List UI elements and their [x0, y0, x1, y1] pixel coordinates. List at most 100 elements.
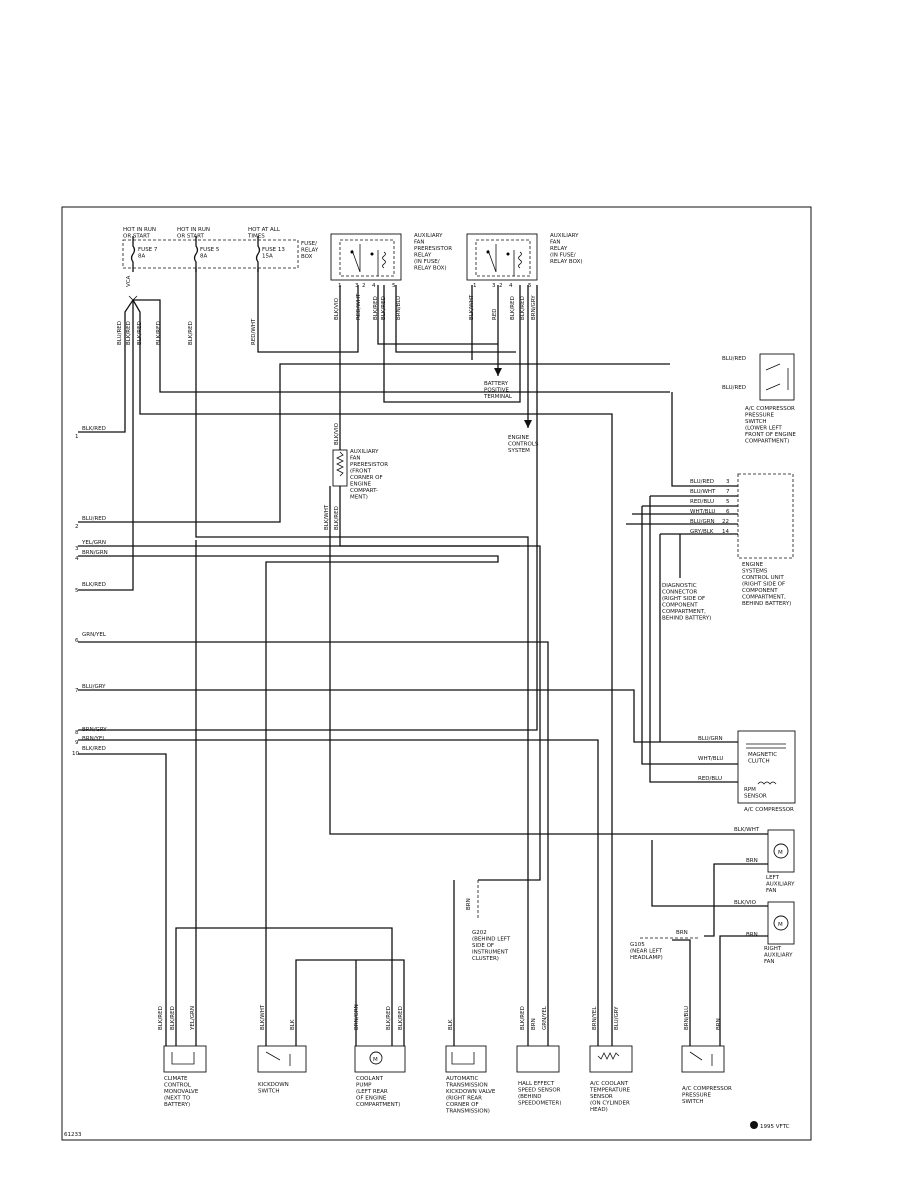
relay-2-wire-5: BRN/GRY: [531, 295, 537, 320]
left-color-10: BLK/RED: [82, 746, 106, 752]
relay-1-wire-2: BLK/RED: [373, 296, 379, 320]
left-color-9: BRN/YEL: [82, 736, 106, 742]
relay-2-pin-1: 1: [473, 283, 477, 289]
vlabel-6: RED/WHT: [251, 318, 257, 345]
ecu-wire-6: GRY/BLK: [690, 529, 714, 535]
relay-1-pin-4: 4: [372, 283, 376, 289]
left-num-5: 5: [75, 588, 79, 594]
left-wire-labels: 1 BLK/RED 2 BLU/RED 3 YEL/GRN 4 BRN/GRN …: [72, 426, 108, 757]
ecu-pin-3: 5: [726, 499, 730, 505]
relay-2-pin-3: 3: [492, 283, 496, 289]
ecu-wire-1: BLU/RED: [690, 479, 714, 485]
fuse-5-symbol: [193, 236, 199, 272]
right-fan-m: M: [778, 922, 783, 928]
c3-wire-1: BRN/GRN: [354, 1004, 360, 1030]
relay-1-pin-5: 5: [392, 283, 396, 289]
rpm-wire-2: RED/BLU: [698, 776, 722, 782]
left-num-6: 6: [75, 638, 79, 644]
left-num-9: 9: [75, 740, 79, 746]
vlabel-1: BLU/RED: [117, 321, 123, 345]
vlabel-5: BLK/RED: [188, 321, 194, 345]
ecu-pin-5: 22: [722, 519, 729, 525]
c1-wire-3: YEL/GRN: [190, 1006, 196, 1031]
left-num-7: 7: [75, 688, 79, 694]
left-color-4: BRN/GRN: [82, 550, 108, 556]
left-color-3: YEL/GRN: [81, 540, 106, 546]
vlabel-2: BLK/RED: [126, 321, 132, 345]
compressor-label: A/C COMPRESSOR: [744, 807, 794, 813]
left-fan-wire-1: BLK/WHT: [734, 827, 760, 833]
c1-wire-1: BLK/RED: [158, 1006, 164, 1030]
c7-wire-1: BRN/BLU: [684, 1006, 690, 1030]
left-color-1: BLK/RED: [82, 426, 106, 432]
ecu-wire-5: BLU/GRN: [690, 519, 715, 525]
left-color-7: BLU/GRY: [82, 684, 106, 690]
rpm-wire-1: WHT/BLU: [698, 756, 723, 762]
ecu-pin-6: 14: [722, 529, 729, 535]
ecu-pin-4: 6: [726, 509, 730, 515]
copyright-text: 1995 VFTC: [760, 1124, 790, 1130]
left-num-2: 2: [75, 524, 79, 530]
ac-pressure-wire-2: BLU/RED: [722, 385, 746, 391]
battery-arrow: [494, 368, 502, 376]
relay-1-pin-2: 2: [362, 283, 366, 289]
c3-wire-2: BLK/RED: [386, 1006, 392, 1030]
left-fan-m: M: [778, 850, 783, 856]
c3-m: M: [373, 1057, 378, 1063]
ecu-wire-2: BLU/WHT: [690, 489, 716, 495]
left-num-1: 1: [75, 434, 79, 440]
c1-wire-2: BLK/RED: [170, 1006, 176, 1030]
left-color-8: BRN/GRY: [82, 727, 107, 733]
vlabel-10: BRN: [466, 898, 472, 910]
vlabel-9: BLK/RED: [334, 506, 340, 530]
relay-2-wire-3: RED: [492, 308, 498, 320]
c4-wire-1: BLK: [448, 1019, 454, 1030]
left-color-6: GRN/YEL: [82, 632, 107, 638]
left-num-8: 8: [75, 730, 79, 736]
relay-1-pin-3: 3: [355, 283, 359, 289]
vlabel-4: BLK/RED: [156, 321, 162, 345]
left-num-4: 4: [75, 556, 79, 562]
ecu-wire-3: RED/BLU: [690, 499, 714, 505]
footer-id: 61233: [64, 1132, 82, 1138]
c6-wire-1: BRN/YEL: [592, 1006, 598, 1030]
c6-wire-2: BLU/GRY: [614, 1006, 620, 1030]
left-num-3: 3: [75, 546, 79, 552]
relay-2-wire-4: BLK/RED: [520, 296, 526, 320]
left-num-10: 10: [72, 751, 79, 757]
vlabel-3: BLK/RED: [137, 321, 143, 345]
fuse-13-symbol: [255, 236, 261, 272]
